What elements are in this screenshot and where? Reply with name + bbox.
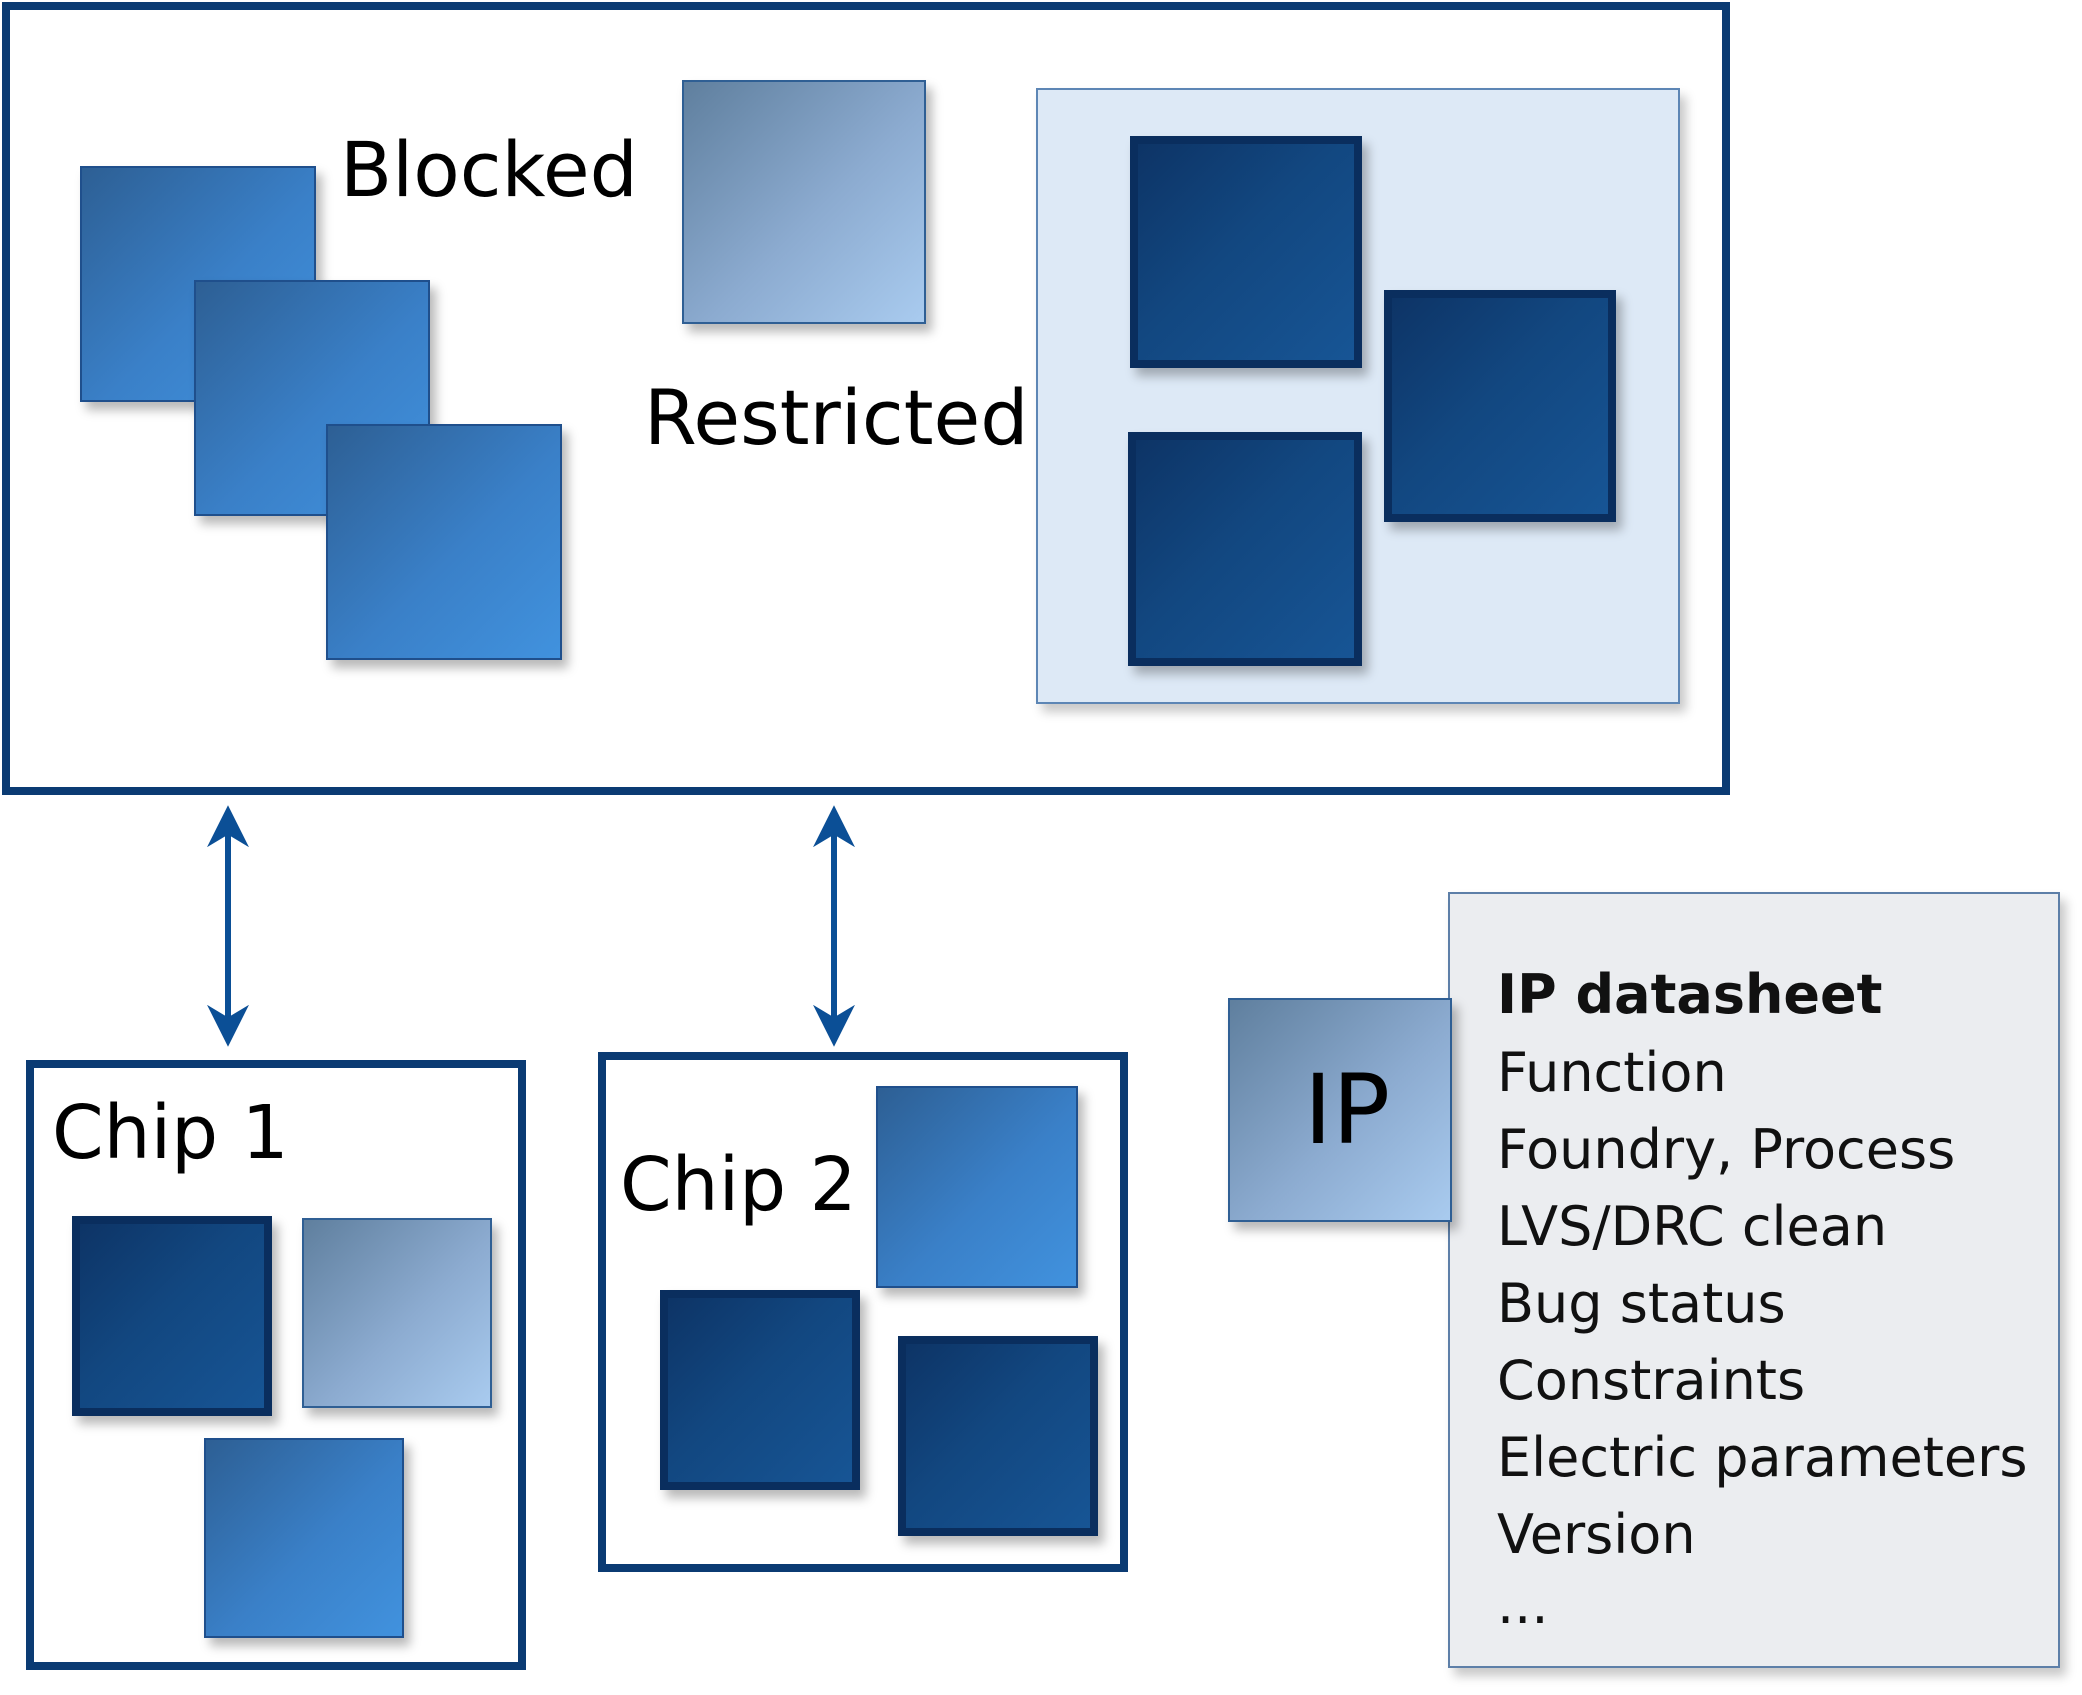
- ip-block: IP: [1228, 998, 1452, 1222]
- datasheet-item: Electric parameters: [1497, 1426, 2028, 1489]
- blocked-label: Blocked: [340, 125, 638, 214]
- chip2-ip-block-1: [876, 1086, 1078, 1288]
- restricted-label: Restricted: [644, 373, 1029, 462]
- restricted-ip-block: [682, 80, 926, 324]
- chip1-ip-block-3: [204, 1438, 404, 1638]
- chip1-label: Chip 1: [52, 1090, 289, 1176]
- datasheet-title: IP datasheet: [1497, 963, 1883, 1026]
- datasheet-item: Constraints: [1497, 1349, 1806, 1412]
- chip1-ip-block-1: [72, 1216, 272, 1416]
- available-ip-block-3: [1128, 432, 1362, 666]
- datasheet-item: ...: [1497, 1573, 1549, 1636]
- chip1-ip-block-2: [302, 1218, 492, 1408]
- available-ip-block-1: [1130, 136, 1362, 368]
- chip2-ip-block-2: [660, 1290, 860, 1490]
- datasheet-item: Bug status: [1497, 1272, 1786, 1335]
- chip2-label: Chip 2: [620, 1142, 857, 1228]
- datasheet-item: Foundry, Process: [1497, 1118, 1956, 1181]
- datasheet-item: Function: [1497, 1041, 1727, 1104]
- chip2-ip-block-3: [898, 1336, 1098, 1536]
- blocked-ip-block-3: [326, 424, 562, 660]
- available-ip-block-2: [1384, 290, 1616, 522]
- datasheet-item: Version: [1497, 1503, 1696, 1566]
- datasheet-item: LVS/DRC clean: [1497, 1195, 1888, 1258]
- ip-datasheet-panel: IP datasheet Function Foundry, Process L…: [1448, 892, 2060, 1668]
- ip-block-label: IP: [1303, 1054, 1391, 1166]
